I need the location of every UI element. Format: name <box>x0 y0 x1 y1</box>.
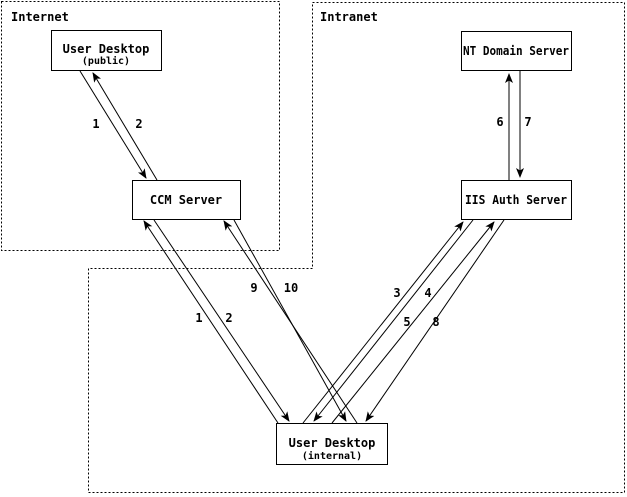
edge-10-line <box>233 219 347 422</box>
edge-2-internal-label: 2 <box>225 311 232 325</box>
ccm-server-title: CCM Server <box>150 193 222 207</box>
edge-7-label: 7 <box>524 115 531 129</box>
iis-auth-server-box <box>461 180 572 220</box>
edge-5-label: 5 <box>403 315 410 329</box>
user-desktop-public-subtitle: (public) <box>82 55 130 67</box>
edge-4-label: 4 <box>424 286 431 300</box>
node-user-desktop-public: User Desktop (public) <box>51 30 162 71</box>
ccm-server-box <box>132 180 241 220</box>
edge-8-line <box>365 219 505 422</box>
user-desktop-internal-subtitle: (internal) <box>302 450 362 462</box>
edge-4-line <box>313 219 474 422</box>
edge-3-line <box>302 221 464 424</box>
internet-zone-border <box>1 1 280 251</box>
node-user-desktop-internal: User Desktop (internal) <box>276 423 388 465</box>
node-ccm-server: CCM Server <box>132 180 241 220</box>
edge-1-public-line <box>79 70 147 179</box>
node-iis-auth-server: IIS Auth Server <box>461 180 572 220</box>
edge-1-internal-line <box>143 220 279 424</box>
user-desktop-internal-title: User Desktop <box>289 436 376 450</box>
node-nt-domain-server: NT Domain Server <box>461 31 572 71</box>
intranet-zone-border <box>88 2 625 493</box>
nt-domain-server-title: NT Domain Server <box>463 44 569 58</box>
edge-2-internal-line <box>153 219 290 422</box>
intranet-zone-label: Intranet <box>320 10 378 24</box>
edge-3-label: 3 <box>393 286 400 300</box>
edge-1-internal-label: 1 <box>195 311 202 325</box>
nt-domain-server-box <box>461 31 572 71</box>
edge-10-label: 10 <box>284 281 298 295</box>
edge-1-public-label: 1 <box>92 117 99 131</box>
edge-9-label: 9 <box>250 281 257 295</box>
edge-5-line <box>331 221 495 424</box>
edge-8-label: 8 <box>432 315 439 329</box>
user-desktop-internal-box <box>276 423 388 465</box>
iis-auth-server-title: IIS Auth Server <box>465 193 567 207</box>
user-desktop-public-box <box>51 30 162 71</box>
user-desktop-public-title: User Desktop <box>63 42 150 56</box>
edge-2-public-label: 2 <box>135 117 142 131</box>
edge-6-label: 6 <box>496 115 503 129</box>
edge-2-public-line <box>92 72 158 181</box>
internet-zone-label: Internet <box>11 10 69 24</box>
